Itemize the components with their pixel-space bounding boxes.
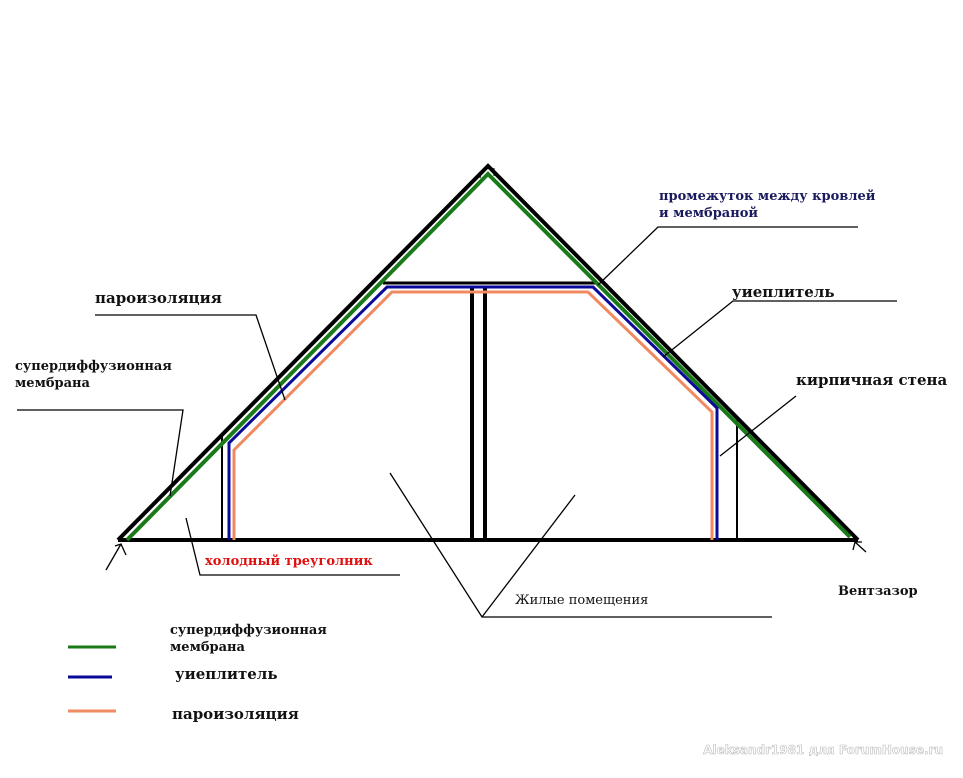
label-insulation: уиеплитель <box>732 283 835 301</box>
insulation-layer <box>227 285 719 540</box>
label-vapor-barrier: пароизоляция <box>95 289 222 307</box>
roof-outline <box>116 163 860 542</box>
vapor-barrier-layer <box>232 290 714 540</box>
apex-mark <box>479 167 495 179</box>
label-vent-gap: Вентзазор <box>838 584 918 599</box>
leader-lines <box>17 226 897 618</box>
watermark: Aleksandr1981 для ForumHouse.ru <box>703 743 943 758</box>
label-membrane: супердиффузионная мембрана <box>15 359 172 391</box>
label-cold-triangle: холодный треуголник <box>205 554 373 569</box>
legend-label-insulation: уиеплитель <box>175 665 278 683</box>
legend-label-membrane: супердиффузионная мембрана <box>170 623 327 655</box>
legend-label-vapor: пароизоляция <box>172 705 299 723</box>
label-gap: промежуток между кровлей и мембраной <box>659 189 876 221</box>
vent-arrow-icon <box>105 541 867 571</box>
label-brick-wall: кирпичная стена <box>796 371 948 389</box>
membrane-layer <box>125 171 852 542</box>
label-living-rooms: Жилые помещения <box>515 593 649 608</box>
